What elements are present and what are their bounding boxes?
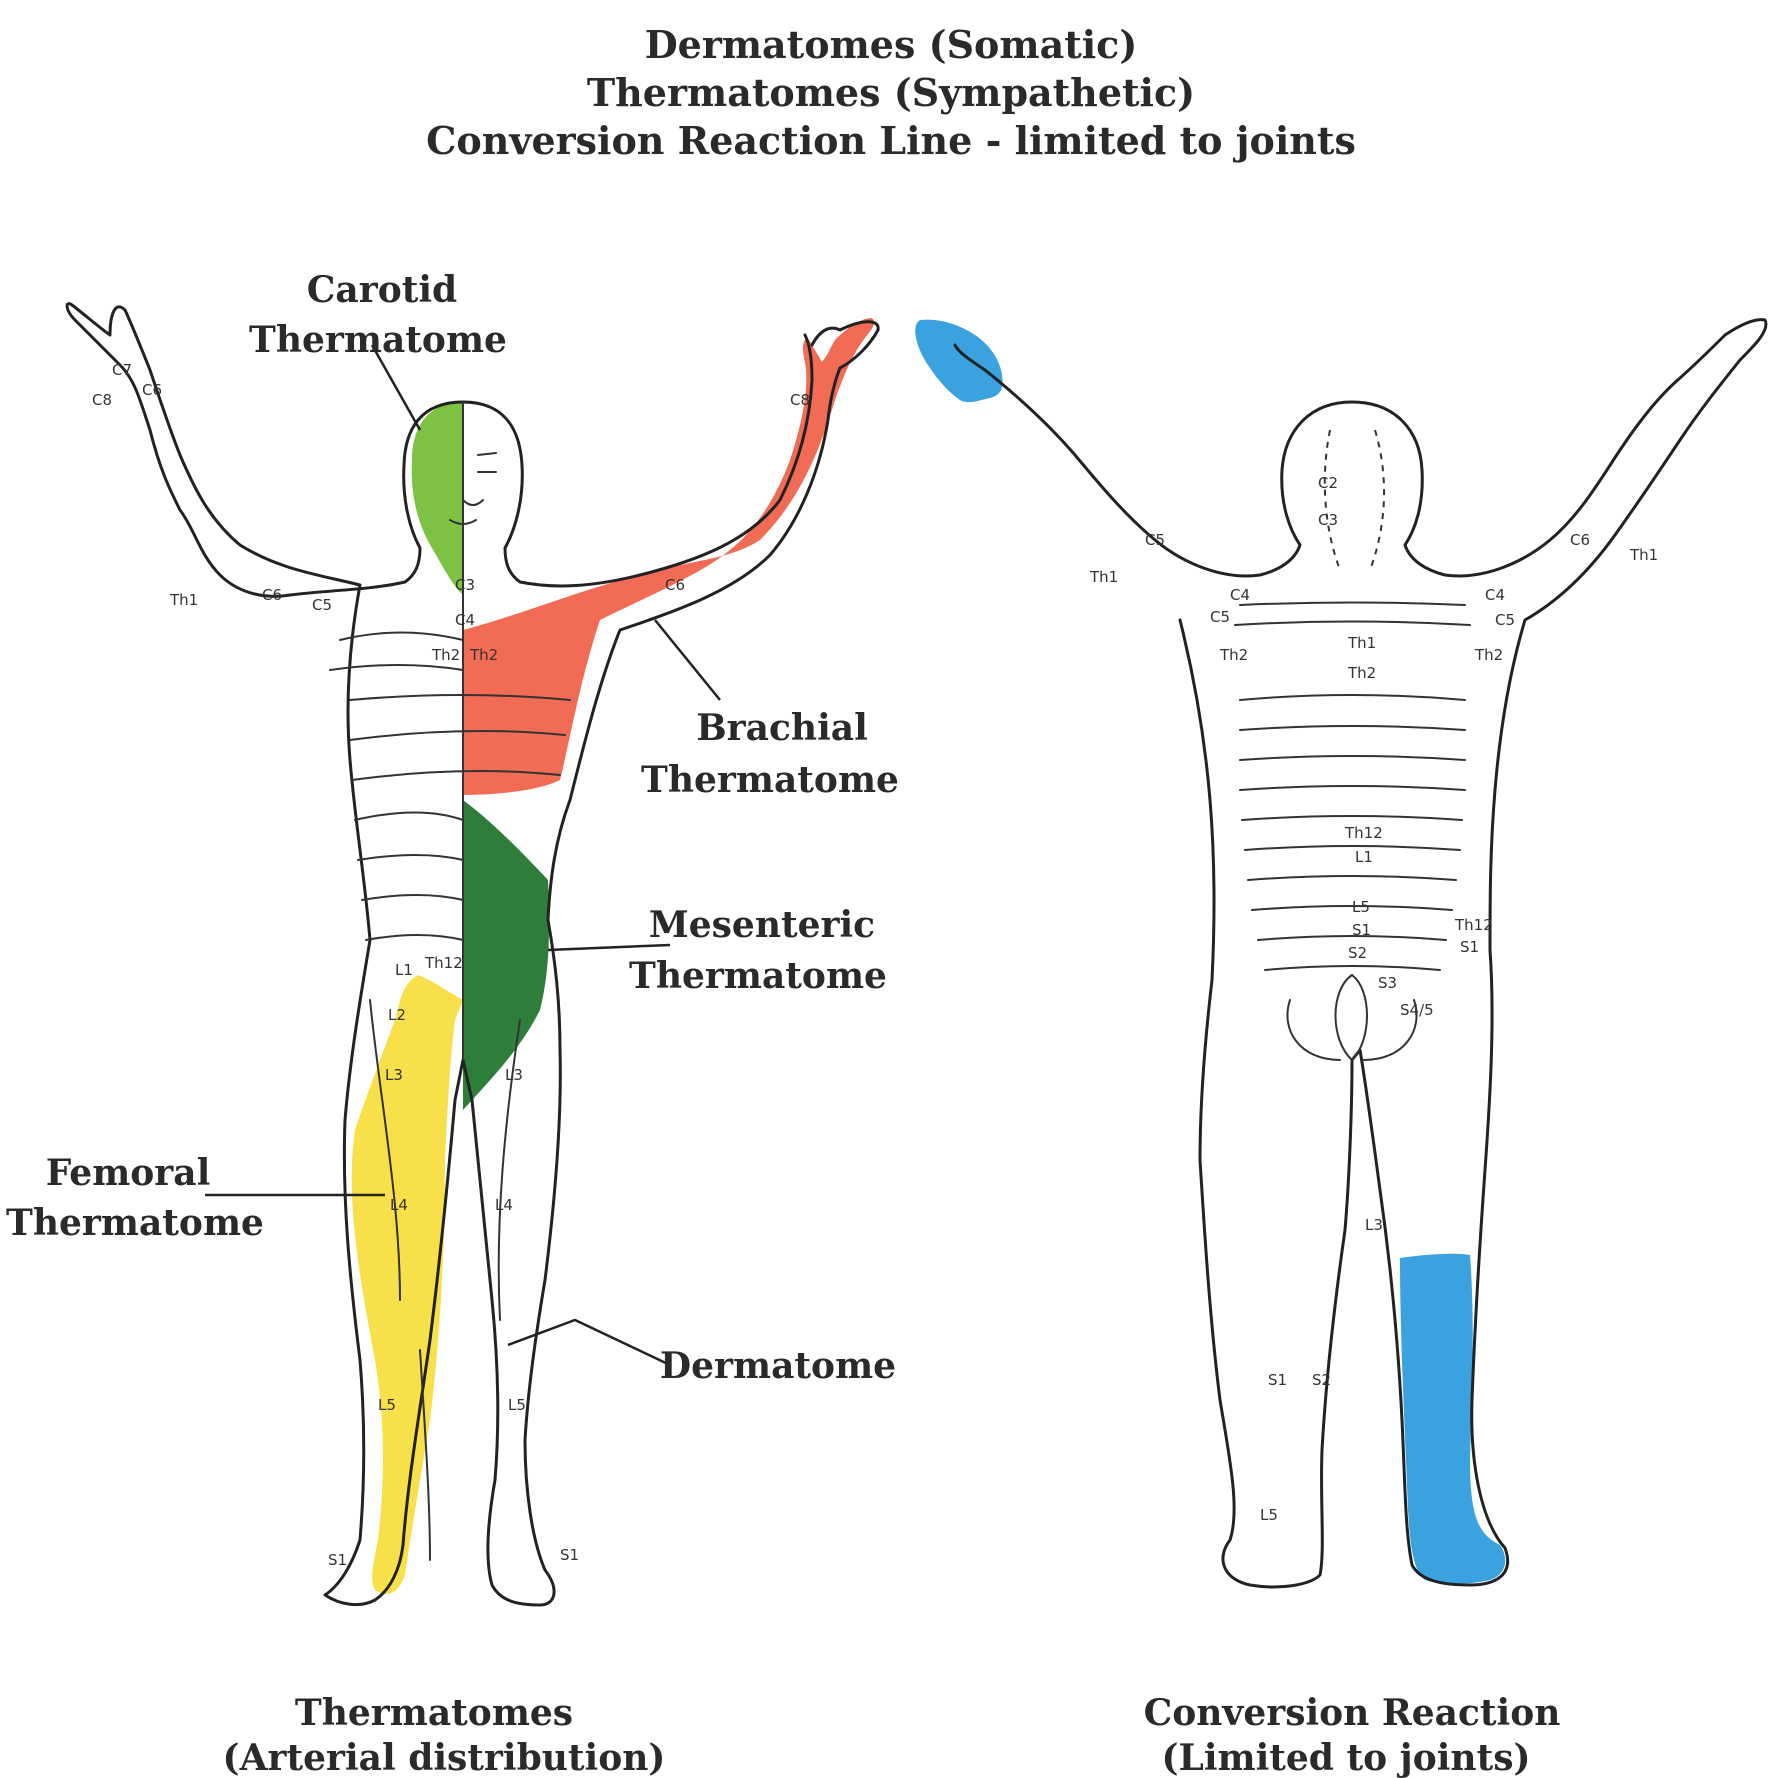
bseg-c6-r: C6 [1570, 531, 1590, 549]
dermatome-label: Dermatome [660, 1345, 896, 1387]
brachial-leader [655, 620, 720, 700]
bseg-th12-r: Th12 [1454, 916, 1493, 934]
bseg-c5-l: C5 [1145, 531, 1165, 549]
bseg-s3: S3 [1378, 974, 1397, 992]
seg-c8-hand: C8 [92, 391, 112, 409]
caption-left-2: (Arterial distribution) [223, 1737, 666, 1778]
seg-th12: Th12 [424, 954, 463, 972]
carotid-region [412, 402, 463, 595]
seg-l3-l: L3 [385, 1066, 403, 1084]
captions: Thermatomes (Arterial distribution) Conv… [223, 1692, 1561, 1778]
header-line-2: Thermatomes (Sympathetic) [587, 70, 1195, 115]
back-buttocks [1287, 975, 1416, 1060]
bseg-l5-leg: L5 [1260, 1506, 1278, 1524]
seg-l2: L2 [388, 1006, 406, 1024]
bseg-l3-c: L3 [1365, 1216, 1383, 1234]
mesenteric-region [463, 800, 549, 1110]
bseg-c2: C2 [1318, 474, 1338, 492]
conversion-hand-region [915, 320, 1002, 402]
carotid-label-1: Carotid [307, 269, 457, 311]
caption-right-2: (Limited to joints) [1161, 1737, 1530, 1778]
seg-th2-r: Th2 [469, 646, 498, 664]
bseg-th2-c: Th2 [1347, 664, 1376, 682]
seg-s1-r: S1 [560, 1546, 579, 1564]
header: Dermatomes (Somatic) Thermatomes (Sympat… [426, 22, 1356, 163]
femoral-label-1: Femoral [46, 1152, 211, 1194]
seg-c6-r: C6 [665, 576, 685, 594]
seg-c7: C7 [112, 361, 132, 379]
conversion-leg-region [1400, 1254, 1505, 1584]
bseg-c4-l: C4 [1230, 586, 1250, 604]
seg-s1-l: S1 [328, 1551, 347, 1569]
bseg-th1-l: Th1 [1089, 568, 1118, 586]
caption-left-1: Thermatomes [295, 1692, 573, 1734]
bseg-l5-c: L5 [1352, 898, 1370, 916]
back-head-dashes [1325, 430, 1384, 570]
seg-c6-hand: C6 [142, 381, 162, 399]
seg-l4-l: L4 [390, 1196, 408, 1214]
brachial-label-2: Thermatome [641, 759, 899, 801]
bseg-s2-c: S2 [1348, 944, 1367, 962]
seg-th1: Th1 [169, 591, 198, 609]
femoral-label-2: Thermatome [6, 1202, 264, 1244]
seg-l3-r: L3 [505, 1066, 523, 1084]
back-segment-labels: C2 C3 C5 Th1 C4 C5 Th2 C4 C5 Th2 C6 Th1 … [1089, 474, 1658, 1524]
bseg-l1-c: L1 [1355, 848, 1373, 866]
bseg-s1-r: S1 [1460, 938, 1479, 956]
back-figure: C2 C3 C5 Th1 C4 C5 Th2 C4 C5 Th2 C6 Th1 … [915, 320, 1766, 1587]
bseg-s45: S4/5 [1400, 1001, 1434, 1019]
seg-l1: L1 [395, 961, 413, 979]
bseg-c5-l2: C5 [1210, 608, 1230, 626]
bseg-c5-r: C5 [1495, 611, 1515, 629]
bseg-s2-leg: S2 [1312, 1371, 1331, 1389]
seg-c6-arm: C6 [262, 586, 282, 604]
mesenteric-label-2: Thermatome [629, 955, 887, 997]
seg-l4-r: L4 [495, 1196, 513, 1214]
bseg-c3: C3 [1318, 511, 1338, 529]
bseg-s1-c: S1 [1352, 921, 1371, 939]
seg-c5-arm: C5 [312, 596, 332, 614]
bseg-th1-r: Th1 [1629, 546, 1658, 564]
mesenteric-label-1: Mesenteric [649, 904, 875, 946]
brachial-label-1: Brachial [696, 707, 868, 749]
bseg-s1-leg: S1 [1268, 1371, 1287, 1389]
bseg-th1-c: Th1 [1347, 634, 1376, 652]
carotid-label-2: Thermatome [249, 319, 507, 361]
seg-l5-r: L5 [508, 1396, 526, 1414]
header-line-3: Conversion Reaction Line - limited to jo… [426, 118, 1356, 163]
seg-c8-r: C8 [790, 391, 810, 409]
caption-right-1: Conversion Reaction [1144, 1692, 1561, 1734]
seg-th2-l: Th2 [431, 646, 460, 664]
bseg-th12-c: Th12 [1344, 824, 1383, 842]
bseg-th2-r: Th2 [1474, 646, 1503, 664]
header-line-1: Dermatomes (Somatic) [645, 22, 1138, 67]
seg-c3: C3 [455, 576, 475, 594]
seg-c4: C4 [455, 611, 475, 629]
bseg-th2-l: Th2 [1219, 646, 1248, 664]
bseg-c4-r: C4 [1485, 586, 1505, 604]
seg-l5-l: L5 [378, 1396, 396, 1414]
